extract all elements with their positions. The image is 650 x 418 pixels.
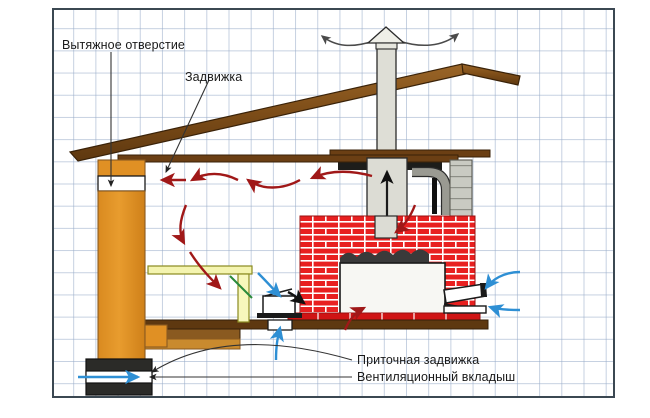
- leader-lines: [107, 52, 353, 381]
- diagram-frame: [52, 8, 615, 398]
- hot-air-arrows: [159, 166, 417, 331]
- label-damper: Задвижка: [185, 70, 243, 84]
- cold-air-arrows: [78, 270, 521, 385]
- roof: [68, 63, 521, 162]
- label-inlet-damper: Приточная задвижка: [357, 353, 480, 367]
- label-ventilation-liner: Вентиляционный вкладыш: [357, 370, 516, 384]
- bench-flow-arrow: [229, 275, 253, 299]
- damper-flow-arrow: [287, 289, 306, 305]
- label-exhaust-opening: Вытяжное отверстие: [62, 38, 185, 52]
- chimney-pipe: [366, 26, 406, 166]
